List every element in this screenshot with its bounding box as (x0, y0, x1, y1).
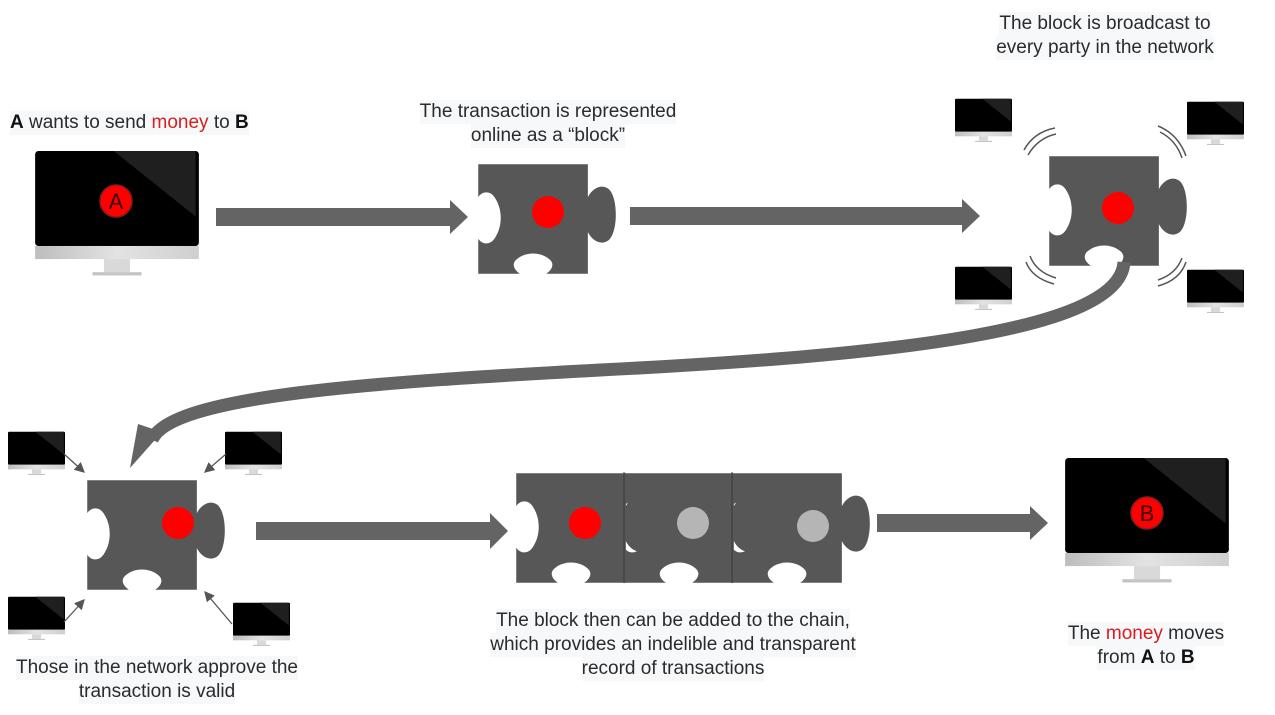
network-node (233, 602, 290, 647)
sender-badge (99, 184, 133, 218)
step6-caption: The money moves from A to B (1058, 622, 1234, 670)
chain-block-2 (624, 473, 762, 583)
transaction-block (478, 164, 616, 274)
previous-transaction-dot (797, 510, 829, 542)
caption-text: wants to send (23, 112, 152, 133)
transaction-dot (162, 507, 194, 539)
receiver-label: B (234, 112, 249, 133)
broadcast-block (955, 98, 1244, 314)
caption-line: The money moves (1067, 622, 1225, 646)
arrow-step1-to-step2 (216, 200, 468, 234)
block-chain (516, 472, 870, 583)
arrow-step2-to-step3 (630, 199, 980, 233)
caption-line: Those in the network approve the (15, 656, 298, 680)
transaction-dot (532, 196, 564, 228)
step1-caption: A wants to send money to B (10, 111, 249, 135)
caption-line: record of transactions (581, 657, 765, 681)
step5-caption: The block then can be added to the chain… (478, 609, 868, 681)
receiver-computer: B (1065, 458, 1229, 583)
validation-block (8, 431, 290, 647)
arrow-step4-to-step5 (256, 513, 508, 549)
network-node (1187, 269, 1244, 314)
network-node (955, 266, 1012, 311)
sender-computer: A (35, 151, 199, 276)
previous-transaction-dot (677, 507, 709, 539)
caption-text: to (208, 112, 235, 133)
caption-line: which provides an indelible and transpar… (490, 633, 856, 657)
network-node (225, 431, 282, 476)
arrow-step5-to-step6 (877, 506, 1048, 540)
chain-block-1 (516, 473, 654, 583)
network-node (955, 98, 1012, 143)
caption-line: every party in the network (996, 36, 1214, 60)
sender-label: A (10, 112, 24, 133)
caption-line: The block is broadcast to (999, 12, 1211, 36)
network-node (1187, 101, 1244, 146)
approval-arrows (63, 453, 233, 625)
step3-caption: The block is broadcast to every party in… (990, 12, 1220, 60)
sender-label: A (1140, 647, 1155, 668)
money-label: money (1105, 623, 1163, 644)
caption-text: from (1097, 647, 1141, 668)
caption-line: transaction is valid (78, 680, 236, 704)
money-label: money (151, 112, 209, 133)
sender-badge-label: A (109, 189, 124, 214)
transaction-dot (1102, 192, 1134, 224)
network-node (8, 596, 65, 641)
arrow-step3-to-step4 (130, 260, 1131, 468)
caption-text: The (1067, 623, 1106, 644)
caption-line: online as a “block” (470, 124, 626, 148)
step2-caption: The transaction is represented online as… (415, 100, 681, 148)
receiver-label: B (1180, 647, 1195, 668)
transaction-dot (569, 507, 601, 539)
step4-caption: Those in the network approve the transac… (8, 656, 306, 704)
receiver-badge-label: B (1140, 501, 1155, 526)
caption-line: from A to B (1097, 646, 1195, 670)
caption-text: to (1154, 647, 1181, 668)
receiver-badge (1130, 496, 1164, 530)
caption-line: The block then can be added to the chain… (496, 609, 850, 633)
caption-text: moves (1162, 623, 1225, 644)
network-node (8, 431, 65, 476)
caption-line: The transaction is represented (419, 100, 677, 124)
chain-block-3 (732, 473, 870, 583)
broadcast-waves (1023, 125, 1187, 287)
